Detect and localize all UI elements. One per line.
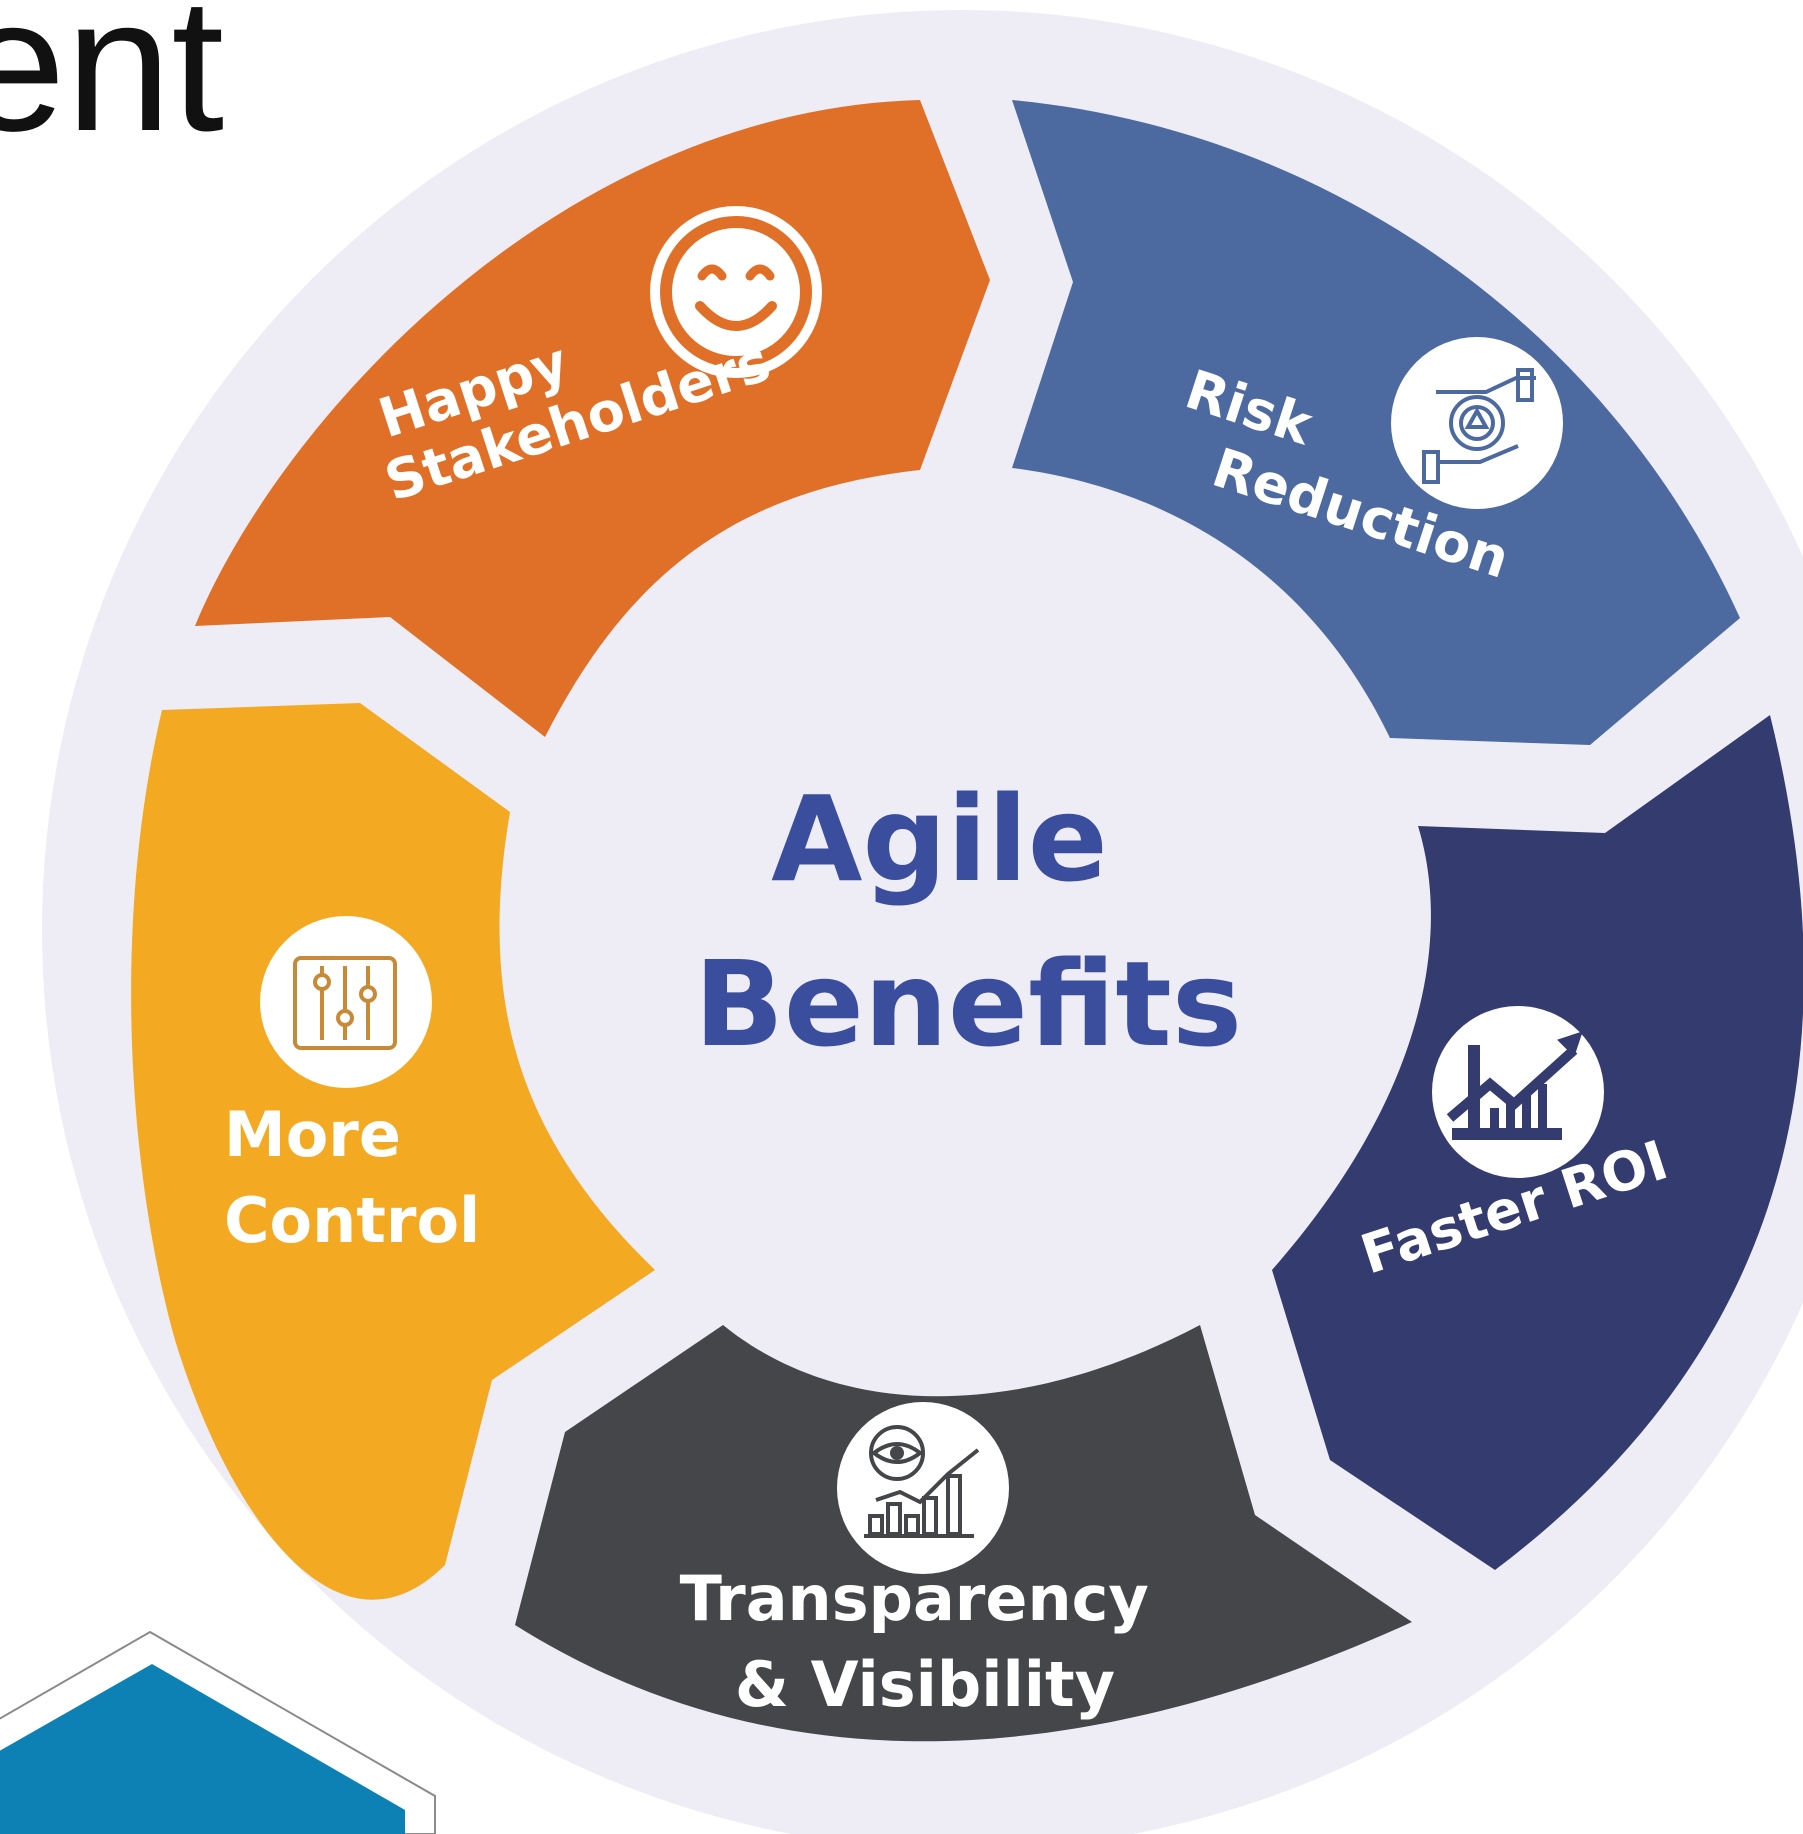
center-title-line2: Benefits [694,935,1242,1073]
sliders-icon [293,956,397,1050]
risk-reduction-icon-badge [1391,337,1563,509]
smiley-face-icon [660,216,812,368]
growth-chart-icon [1446,1031,1583,1140]
segment-risk-reduction-arrow [1012,100,1740,745]
more-control-label-line1: More [224,1098,401,1171]
segment-happy-stakeholders: Happy Stakeholders [195,100,990,737]
segment-risk-reduction: Risk Reduction [1012,100,1740,745]
hexagon-decoration [0,1630,436,1834]
segment-more-control-arrow [131,703,656,1600]
faster-roi-icon-badge [1432,1006,1604,1178]
svg-text:Transparency & Visibilit: Transparency & Visibility [680,1562,1171,1721]
center-title-line1: Agile [771,770,1108,908]
risk-management-icon [1422,368,1536,484]
more-control-label-line2: Control [224,1184,480,1257]
segment-faster-roi: Faster ROI [1272,715,1803,1570]
transparency-icon-badge [837,1402,1009,1574]
segment-more-control: More Control [131,703,656,1600]
heading-fragment: ent [0,0,224,171]
svg-text:Agile Benefits: Agile Benefits [694,770,1242,1073]
transparency-label-line1: Transparency [680,1562,1149,1635]
transparency-label-line2: & Visibility [735,1648,1115,1721]
analytics-eye-icon [864,1425,980,1538]
svg-text:More Control: More Control [224,1098,480,1257]
segment-transparency-visibility: Transparency & Visibility [515,1325,1412,1742]
happy-stakeholders-icon-badge [650,206,822,378]
